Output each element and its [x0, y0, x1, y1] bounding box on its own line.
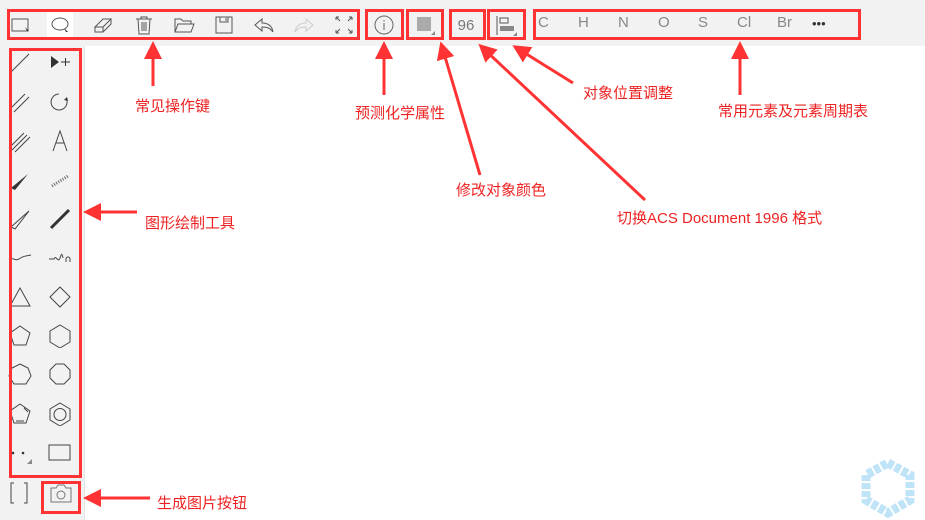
- note-acs: 切换ACS Document 1996 格式: [617, 210, 823, 227]
- font-size-value: 96: [457, 16, 475, 34]
- double-bond-icon[interactable]: [5, 87, 35, 117]
- info-icon[interactable]: [371, 12, 397, 38]
- hollow-wedge-icon[interactable]: [5, 204, 35, 234]
- color-picker-icon[interactable]: [412, 12, 438, 38]
- element-cl[interactable]: Cl: [737, 14, 752, 31]
- trash-icon[interactable]: [131, 12, 157, 38]
- benzene-icon[interactable]: [45, 399, 75, 429]
- element-h[interactable]: H: [578, 14, 589, 31]
- note-position: 对象位置调整: [583, 85, 674, 102]
- element-c[interactable]: C: [538, 14, 549, 31]
- note-color: 修改对象颜色: [456, 182, 547, 199]
- wavy-line-icon[interactable]: [5, 243, 35, 273]
- note-predict: 预测化学属性: [355, 105, 446, 122]
- wedge-bond-icon[interactable]: [5, 165, 35, 195]
- heptagon-icon[interactable]: [5, 360, 35, 390]
- kingdraw-logo: [861, 457, 915, 519]
- element-o[interactable]: O: [658, 14, 670, 31]
- rect-select-icon[interactable]: [8, 12, 34, 38]
- eraser-icon[interactable]: [90, 12, 116, 38]
- lasso-select-icon[interactable]: [47, 12, 73, 38]
- fullscreen-icon[interactable]: [331, 12, 357, 38]
- element-s[interactable]: S: [698, 14, 709, 31]
- undo-icon[interactable]: [251, 12, 277, 38]
- note-elements: 常用元素及元素周期表: [718, 103, 869, 120]
- element-n[interactable]: N: [618, 14, 629, 31]
- element-br[interactable]: Br: [777, 14, 792, 31]
- triple-bond-icon[interactable]: [5, 126, 35, 156]
- octagon-icon[interactable]: [45, 360, 75, 390]
- rectangle-icon[interactable]: [45, 438, 75, 468]
- note-drawing: 图形绘制工具: [145, 215, 236, 232]
- pentagon-icon[interactable]: [5, 321, 35, 351]
- hexagon-icon[interactable]: [45, 321, 75, 351]
- rotate-icon[interactable]: [45, 87, 75, 117]
- text-tool-icon[interactable]: [45, 126, 75, 156]
- drawing-tools-sidebar: [0, 46, 85, 520]
- electron-dots-icon[interactable]: [5, 438, 35, 468]
- font-size-button[interactable]: 96: [452, 12, 480, 38]
- move-select-icon[interactable]: [45, 48, 75, 78]
- wavy-bond-icon[interactable]: [45, 243, 75, 273]
- single-bond-icon[interactable]: [5, 48, 35, 78]
- redo-icon[interactable]: [291, 12, 317, 38]
- cyclopentadiene-icon[interactable]: [5, 399, 35, 429]
- note-image: 生成图片按钮: [157, 495, 248, 512]
- open-folder-icon[interactable]: [171, 12, 197, 38]
- triangle-icon[interactable]: [5, 282, 35, 312]
- note-common-ops: 常见操作键: [135, 98, 211, 115]
- bold-bond-icon[interactable]: [45, 204, 75, 234]
- align-icon[interactable]: [493, 12, 519, 38]
- periodic-table-more-button[interactable]: •••: [812, 16, 826, 31]
- save-icon[interactable]: [211, 12, 237, 38]
- square-ring-icon[interactable]: [45, 282, 75, 312]
- hashed-bond-icon[interactable]: [45, 165, 75, 195]
- toolbar: 96 C H N O S Cl Br •••: [0, 0, 925, 46]
- camera-icon[interactable]: [46, 478, 76, 508]
- brackets-icon[interactable]: [5, 478, 35, 508]
